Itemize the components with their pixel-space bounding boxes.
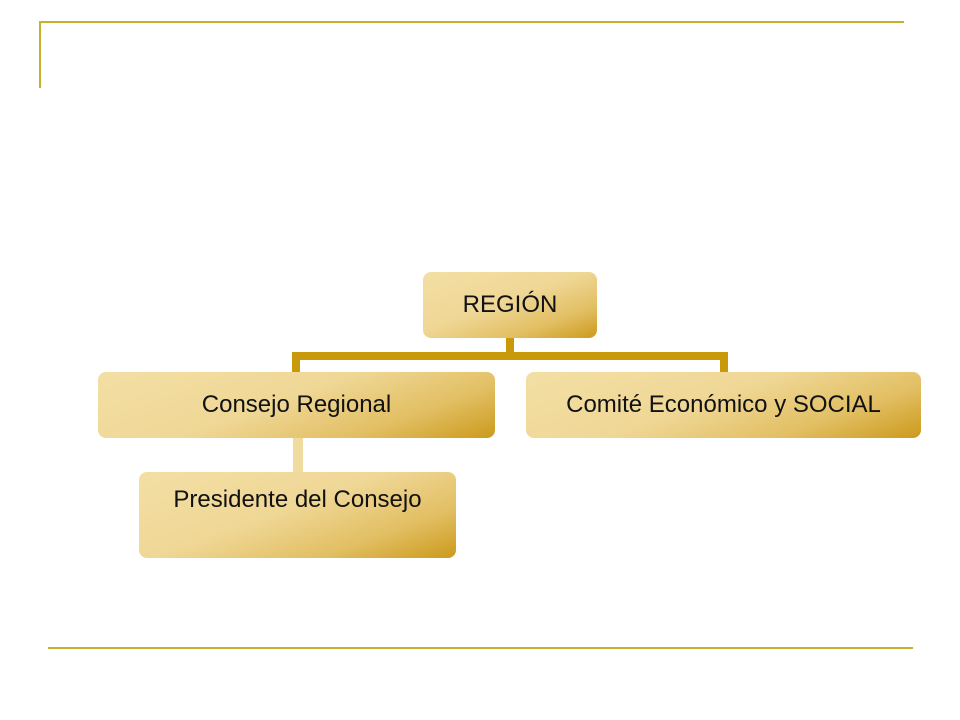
node-region: REGIÓN xyxy=(423,272,597,338)
node-presidente-consejo: Presidente del Consejo xyxy=(139,472,456,558)
frame-left-line xyxy=(39,21,41,88)
connector-root-down xyxy=(506,334,514,358)
node-consejo-regional-label: Consejo Regional xyxy=(201,391,392,418)
node-presidente-consejo-label: Presidente del Consejo xyxy=(173,486,422,513)
connector-comite-down xyxy=(720,352,728,374)
frame-top-line xyxy=(39,21,904,23)
connector-consejo-down xyxy=(292,352,300,374)
node-consejo-regional: Consejo Regional xyxy=(98,372,495,438)
node-comite-economico-label: Comité Económico y SOCIAL xyxy=(566,391,881,418)
connector-presidente xyxy=(293,438,303,478)
connector-horizontal xyxy=(292,352,728,360)
node-comite-economico: Comité Económico y SOCIAL xyxy=(526,372,921,438)
frame-bottom-line xyxy=(48,647,913,649)
node-region-label: REGIÓN xyxy=(462,291,558,318)
